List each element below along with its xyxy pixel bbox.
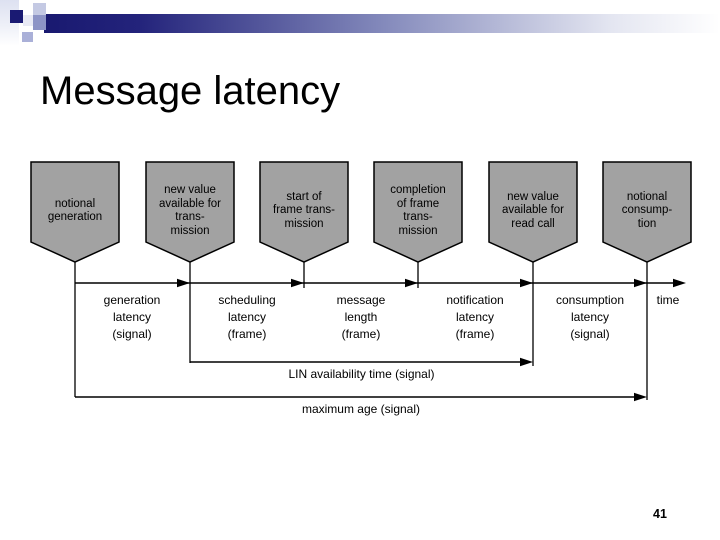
deco-square	[22, 32, 33, 42]
axis-arrowhead	[634, 278, 647, 288]
axis-arrowhead	[405, 278, 418, 288]
interval-label-generation-latency: generation latency (signal)	[103, 293, 161, 341]
lin-availability-span-label: LIN availability time (signal)	[288, 367, 435, 381]
deco-square	[23, 15, 33, 26]
event-label-notional-consumption: notional consump- tion	[621, 190, 673, 230]
event-label-new-value-transmission: new value available for trans- mission	[158, 184, 221, 237]
time-axis-label: time	[656, 293, 680, 307]
axis-arrowhead	[291, 278, 304, 288]
header-gradient-bar	[44, 14, 720, 33]
page-number: 41	[653, 507, 667, 521]
event-marker	[373, 161, 463, 263]
event-marker	[30, 161, 120, 263]
axis-arrowhead	[673, 278, 686, 288]
interval-label-notification-latency: notification latency (frame)	[446, 293, 504, 341]
interval-label-consumption-latency: consumption latency (signal)	[555, 293, 625, 341]
event-label-new-value-read-call: new value available for read call	[501, 190, 564, 230]
deco-square	[33, 3, 46, 15]
lin-span-arrowhead	[520, 357, 533, 367]
event-marker	[602, 161, 692, 263]
axis-arrowhead	[520, 278, 533, 288]
event-label-start-of-frame: start of frame trans- mission	[273, 190, 335, 230]
maximum-age-span-label: maximum age (signal)	[301, 402, 421, 416]
event-marker	[488, 161, 578, 263]
event-marker	[145, 161, 235, 263]
interval-label-message-length: message length (frame)	[336, 293, 386, 341]
event-label-completion-of-frame: completion of frame trans- mission	[390, 184, 446, 237]
page-title: Message latency	[40, 69, 341, 113]
event-label-notional-generation: notional generation	[47, 197, 103, 224]
event-marker	[259, 161, 349, 263]
max-age-arrowhead	[634, 392, 647, 402]
interval-label-scheduling-latency: scheduling latency (frame)	[218, 293, 276, 341]
deco-square	[33, 15, 46, 30]
deco-square	[10, 10, 23, 23]
axis-arrowhead	[177, 278, 190, 288]
